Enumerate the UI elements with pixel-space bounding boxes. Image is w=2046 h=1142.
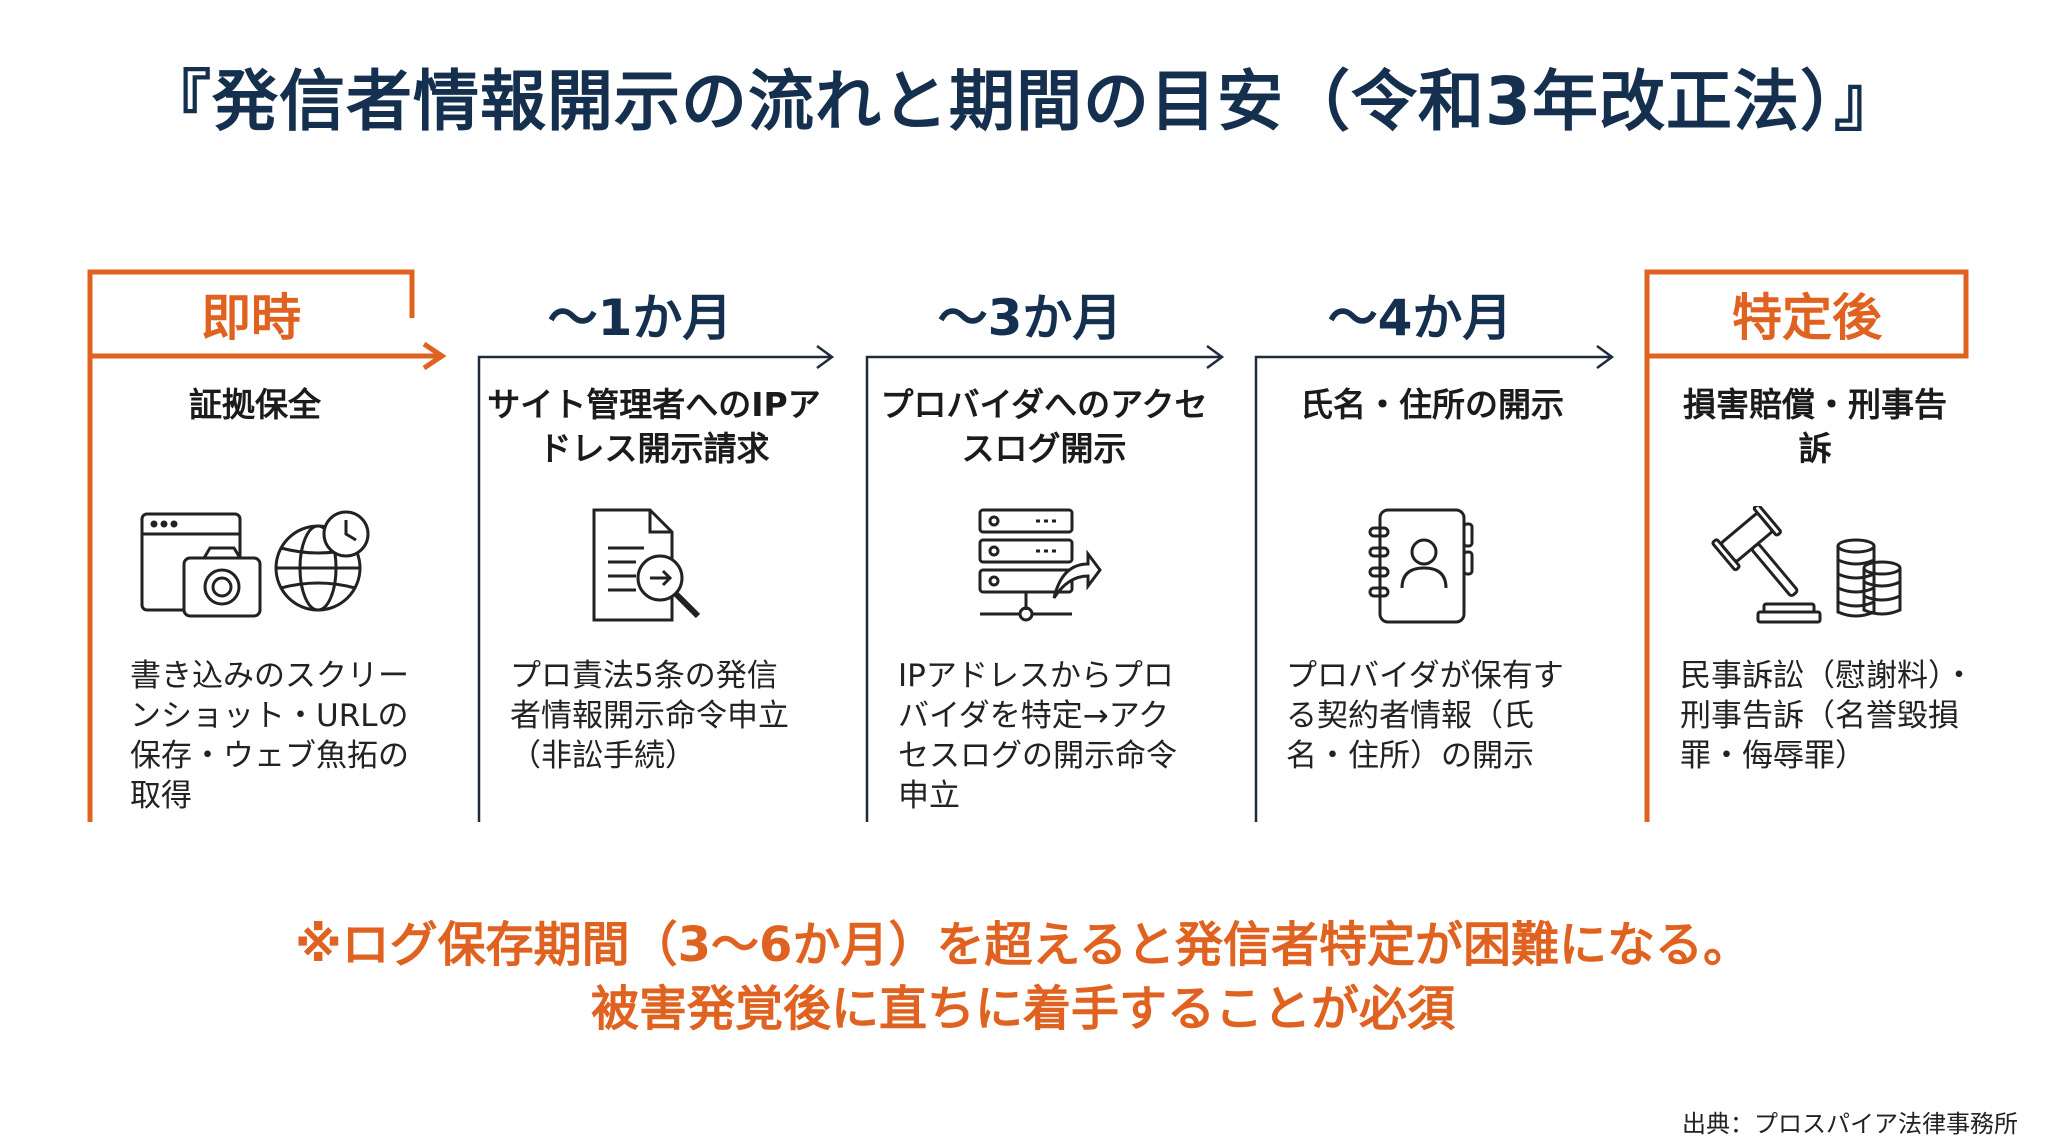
- warning-line-1: ※ログ保存期間（3～6か月）を超えると発信者特定が困難になる。: [294, 917, 1752, 973]
- step-4-description: プロバイダが保有する契約者情報（氏名・住所）の開示: [1286, 658, 1564, 774]
- step-3-description: IPアドレスからプロバイダを特定→アクセスログの開示命令申立: [898, 658, 1177, 814]
- step-3-period: ～3か月: [937, 289, 1123, 347]
- step-4-title: 氏名・住所の開示: [1300, 385, 1564, 424]
- browser-camera-globe-clock-icon: [138, 506, 374, 618]
- step-2-title: サイト管理者へのIPアドレス開示請求: [487, 385, 821, 468]
- server-share-icon: [976, 506, 1102, 624]
- page-title: 『発信者情報開示の流れと期間の目安（令和3年改正法）』: [145, 63, 1901, 140]
- warning-line-2: 被害発覚後に直ちに着手することが必須: [590, 981, 1455, 1037]
- step-2-period: ～1か月: [547, 289, 733, 347]
- document-search-icon: [588, 506, 708, 626]
- step-3-title: プロバイダへのアクセスログ開示: [880, 385, 1208, 468]
- step-1-period: 即時: [201, 289, 301, 347]
- step-5-period: 特定後: [1732, 289, 1882, 347]
- step-4-period: ～4か月: [1327, 289, 1513, 347]
- step-2-description: プロ責法5条の発信者情報開示命令申立（非訟手続）: [510, 658, 789, 774]
- timeline-lines: [87, 269, 1969, 822]
- step-1-title: 証拠保全: [189, 385, 321, 424]
- source-credit: 出典：プロスパイア法律事務所: [1682, 1110, 2018, 1138]
- contact-book-icon: [1362, 506, 1480, 626]
- step-5-description: 民事訴訟（慰謝料）・刑事告訴（名誉毀損罪・侮辱罪）: [1680, 658, 1975, 774]
- gavel-coins-icon: [1706, 506, 1906, 626]
- step-1-description: 書き込みのスクリーンショット・URLの保存・ウェブ魚拓の取得: [130, 658, 409, 814]
- step-5-title: 損害賠償・刑事告訴: [1683, 385, 1947, 468]
